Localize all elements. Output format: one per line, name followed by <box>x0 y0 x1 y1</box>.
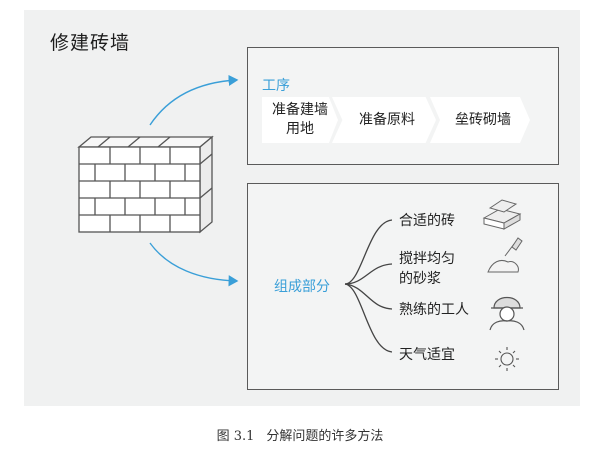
process-step-2-text: 准备原料 <box>359 111 415 128</box>
figure-caption-text: 分解问题的许多方法 <box>266 429 384 444</box>
component-item-3: 熟练的工人 <box>399 302 469 318</box>
arrow-to-components <box>149 242 239 287</box>
component-item-4: 天气适宜 <box>399 347 455 363</box>
figure-caption: 图 3.1 分解问题的许多方法 <box>0 425 600 444</box>
brick-wall-illustration <box>77 135 214 234</box>
diagram-title: 修建砖墙 <box>50 32 131 54</box>
component-item-1: 合适的砖 <box>399 213 455 229</box>
process-label: 工序 <box>262 78 290 94</box>
arrow-to-process <box>149 74 239 126</box>
process-step-3-text: 垒砖砌墙 <box>455 111 511 128</box>
components-label: 组成部分 <box>274 279 330 295</box>
process-step-1: 准备建墙 用地 <box>262 97 338 143</box>
mortar-trowel-icon <box>487 237 523 273</box>
process-step-2: 准备原料 <box>332 97 436 143</box>
bricks-icon <box>482 199 522 230</box>
figure-number: 图 3.1 <box>216 429 255 444</box>
branch-lines <box>344 219 393 353</box>
component-item-2: 搅拌均匀 的砂浆 <box>399 251 455 287</box>
sun-icon <box>495 347 519 371</box>
process-step-3: 垒砖砌墙 <box>430 97 530 143</box>
worker-helmet-icon <box>489 296 525 331</box>
process-step-1-text: 准备建墙 用地 <box>272 102 328 137</box>
